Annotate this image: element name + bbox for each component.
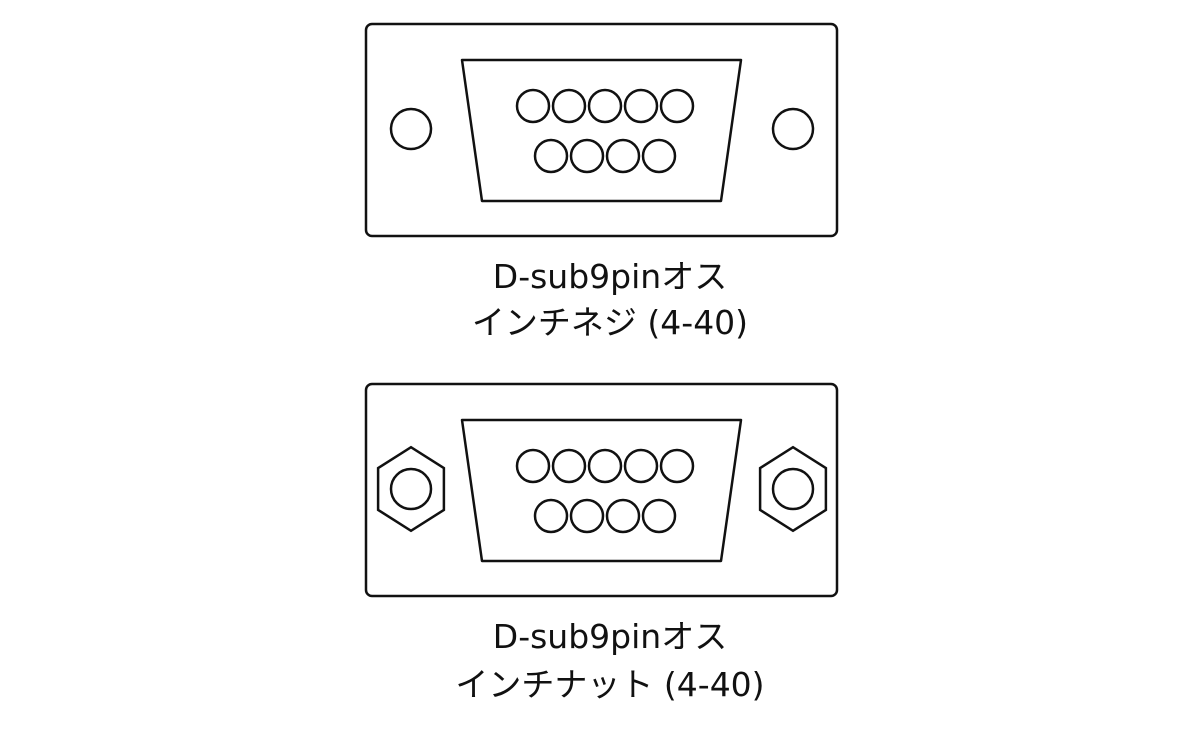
connector-plate	[364, 22, 839, 238]
nut-hole	[771, 467, 815, 511]
screw-hole-icon	[389, 107, 433, 151]
connector-1-label-line1: D-sub9pinオス	[492, 257, 728, 296]
pin	[551, 448, 587, 484]
pin	[569, 498, 605, 534]
connector-2-label-line1: D-sub9pinオス	[492, 617, 728, 656]
connector-plate	[364, 382, 839, 598]
pin	[569, 138, 605, 174]
pin	[551, 88, 587, 124]
pin	[587, 448, 623, 484]
pin	[659, 88, 695, 124]
pin	[641, 498, 677, 534]
screw-hole-icon	[771, 107, 815, 151]
pin	[659, 448, 695, 484]
pin	[605, 498, 641, 534]
d-shell	[460, 58, 743, 203]
pin	[533, 138, 569, 174]
pin	[515, 88, 551, 124]
pin	[533, 498, 569, 534]
pin	[623, 88, 659, 124]
pin	[605, 138, 641, 174]
d-shell	[460, 418, 743, 563]
pin	[515, 448, 551, 484]
connector-2-label-line2: インチナット (4-40)	[455, 665, 765, 704]
connector-1-label-line2: インチネジ (4-40)	[471, 303, 749, 342]
nut-hole	[389, 467, 433, 511]
hex-nut-icon	[376, 445, 446, 533]
pin	[623, 448, 659, 484]
hex-nut-icon	[758, 445, 828, 533]
pin	[587, 88, 623, 124]
pin	[641, 138, 677, 174]
